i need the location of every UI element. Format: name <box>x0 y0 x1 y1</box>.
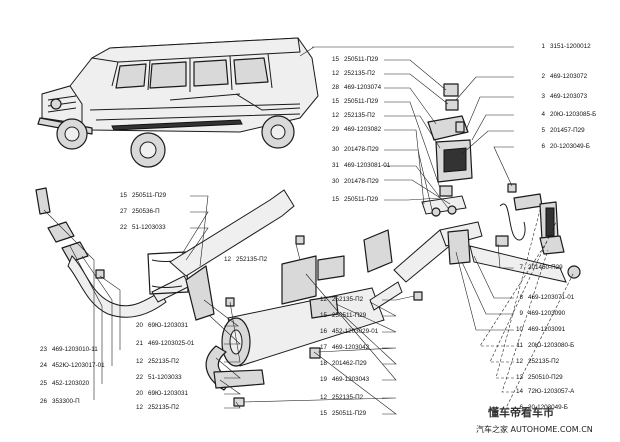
watermark-line-1: 懂车帝看车市 <box>488 406 554 419</box>
right-small-parts <box>495 183 565 255</box>
exhaust-pipes <box>35 187 581 407</box>
upper-mount-assembly <box>421 83 473 217</box>
leader-lines <box>43 46 575 415</box>
watermark-line-2: 汽车之家 AUTOHOME.COM.CN <box>476 425 593 434</box>
vehicle-illustration <box>37 37 319 168</box>
